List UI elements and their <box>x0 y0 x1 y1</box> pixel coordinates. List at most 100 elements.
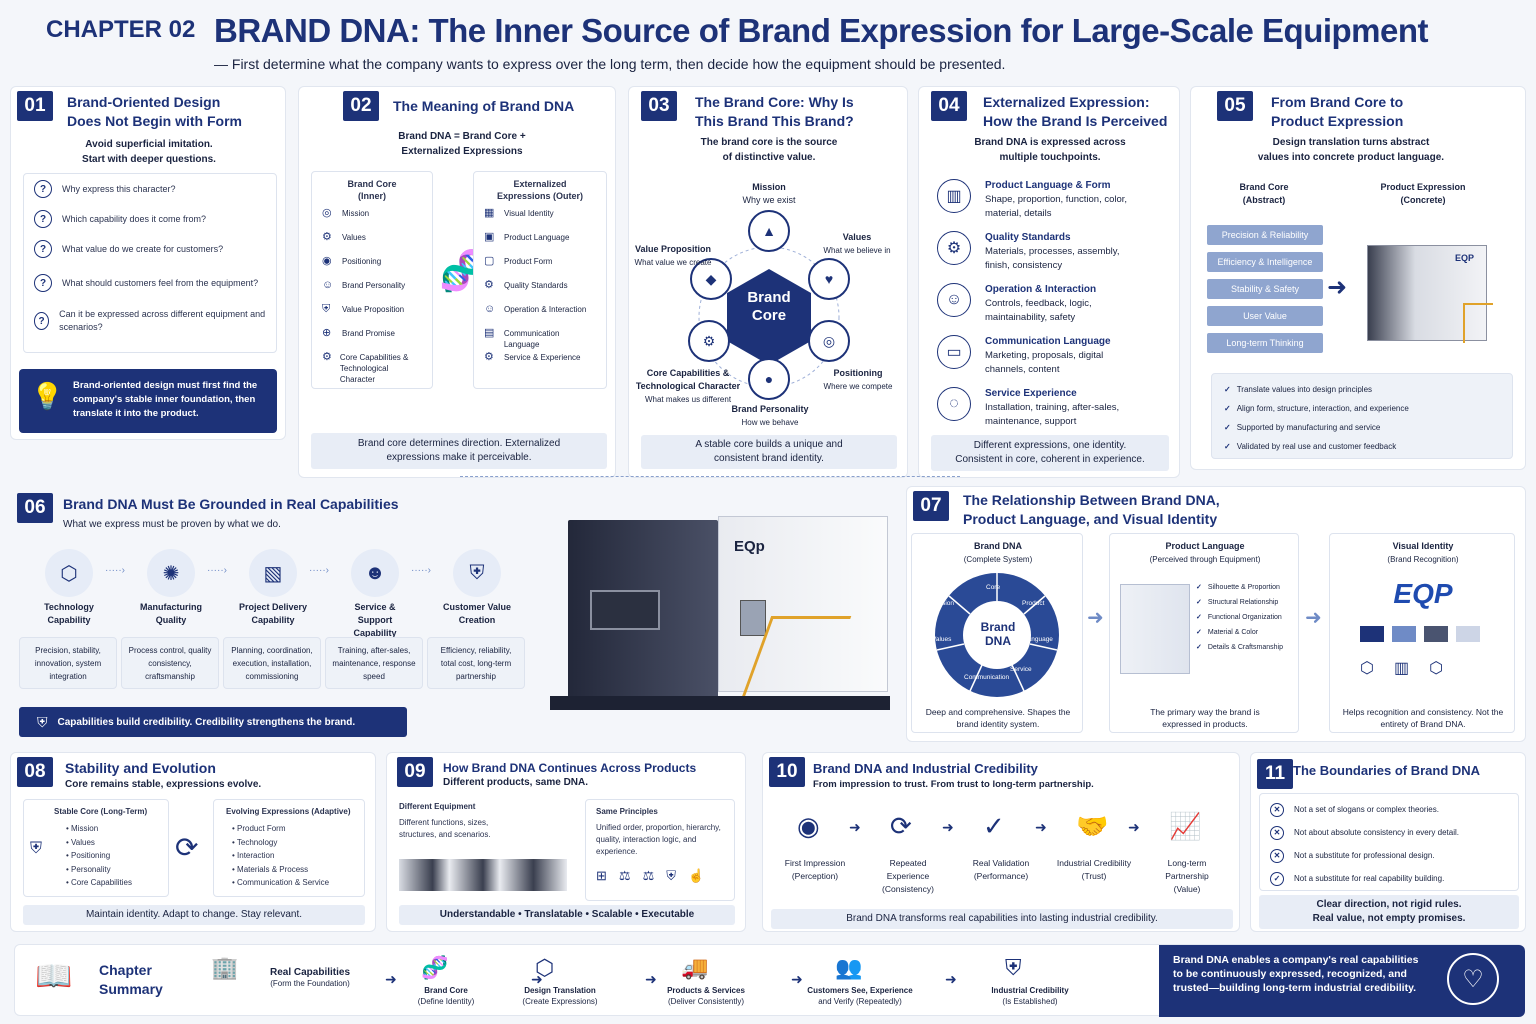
question-icon: ? <box>34 240 52 258</box>
capability-title: Customer Value Creation <box>442 602 512 625</box>
panel-01: 01 Brand-Oriented Design Does Not Begin … <box>10 86 286 440</box>
item-text: Values <box>342 233 366 242</box>
summary-step-icon: 🏢 <box>211 955 239 980</box>
summary-step-icon: 🧬 <box>421 955 449 980</box>
card-header: Brand DNA(Complete System) <box>912 540 1084 566</box>
item-icon: ⚙ <box>484 279 494 291</box>
layout-icon: ▥ <box>1393 660 1410 677</box>
balance-icon: ⚖ <box>618 868 631 883</box>
value-tag: Stability & Safety <box>1207 279 1323 299</box>
box-title: Evolving Expressions (Adaptive) <box>226 807 351 816</box>
label-desc: What value we create <box>634 258 712 267</box>
outer-list: Externalized Expressions (Outer) ▦Visual… <box>473 171 607 389</box>
wheel-center-label: Brand DNA <box>980 620 1016 648</box>
footer-line: Different expressions, one identity. <box>973 440 1127 451</box>
panel-title: From Brand Core to Product Expression <box>1271 93 1403 131</box>
sub-line: of distinctive value. <box>722 152 816 163</box>
panel-number: 01 <box>17 91 53 121</box>
step-icon: 📈 <box>1169 811 1202 841</box>
item-text: Brand Personality <box>342 281 406 290</box>
inner-item: ⊕Brand Promise <box>312 328 432 352</box>
panel-subtitle: Avoid superficial imitation. Start with … <box>11 137 287 167</box>
label-title: Value Proposition <box>634 244 711 254</box>
color-swatch <box>1456 626 1480 642</box>
shield-icon: ⛨ <box>30 840 43 857</box>
check-icon: ✓ <box>1224 423 1231 432</box>
panel-number: 08 <box>17 757 53 787</box>
sub-line: Brand DNA is expressed across <box>974 137 1126 148</box>
svg-text:♥: ♥ <box>825 271 833 287</box>
list-item: Mission <box>66 822 168 836</box>
step-icon: ✓ <box>983 811 1005 841</box>
wheel-segment-label: Values <box>932 636 952 643</box>
capability-desc: Process control, quality consistency, cr… <box>121 637 219 689</box>
touchpoint-icon: ☺ <box>937 283 971 317</box>
step-sub: (Define Identity) <box>417 997 475 1006</box>
step-title: Real Validation <box>972 858 1030 868</box>
capability-title: Service & Support Capability <box>353 602 397 638</box>
step-title: Industrial Credibility <box>991 986 1069 995</box>
page-title: BRAND DNA: The Inner Source of Brand Exp… <box>214 12 1429 49</box>
touchpoint-icon: ⚙ <box>937 231 971 265</box>
panel-03: 03 The Brand Core: Why Is This Brand Thi… <box>628 86 908 478</box>
title-line: Product Expression <box>1271 113 1404 129</box>
inner-item: ⛨Value Proposition <box>312 304 432 328</box>
footer-line: Clear direction, not rigid rules. <box>1316 899 1462 910</box>
machine-dotted-link <box>460 476 960 477</box>
card-header: Visual Identity(Brand Recognition) <box>1330 540 1516 566</box>
touchpoint-title: Quality Standards <box>985 232 1071 243</box>
label-desc: Why we exist <box>742 195 796 205</box>
card-title: Product Language <box>1165 541 1245 551</box>
check-icon: ✓ <box>1224 442 1231 451</box>
arrow-icon: ➜ <box>942 819 954 835</box>
summary-step-label: Real Capabilities(Form the Foundation) <box>255 967 365 989</box>
stable-core-box: Stable Core (Long-Term) ⛨ MissionValuesP… <box>23 799 169 897</box>
label-desc: What makes us different <box>644 395 732 404</box>
chapter-summary: 📖 Chapter Summary 🏢Real Capabilities(For… <box>14 944 1525 1017</box>
panel-subtitle: Core remains stable, expressions evolve. <box>65 779 262 790</box>
column-title: Brand Core (Inner) <box>347 179 397 201</box>
dna-wheel <box>935 573 1059 697</box>
panel-subtitle: The brand core is the source of distinct… <box>629 135 909 165</box>
principle-icons: ⊞⚖⚖⛨☝ <box>596 868 724 884</box>
capability-title: Manufacturing Quality <box>140 602 202 625</box>
arrow-icon: ·····› <box>309 565 329 576</box>
machine-window <box>590 590 660 630</box>
arrow-icon: ➜ <box>1128 819 1140 835</box>
language-item: ✓Material & Color <box>1196 625 1283 640</box>
panel-title: The Brand Core: Why Is This Brand This B… <box>695 93 854 131</box>
brand-dna-card: Brand DNA(Complete System) Brand DNA Cor… <box>911 533 1083 733</box>
item-icon: ◉ <box>322 255 332 267</box>
machine-sketch <box>1120 584 1190 674</box>
shield-icon: ⛨ <box>666 868 676 883</box>
color-swatch <box>1424 626 1448 642</box>
box-title: Different Equipment <box>399 802 476 811</box>
item-text: Not a set of slogans or complex theories… <box>1294 805 1439 814</box>
title-line: Brand-Oriented Design <box>67 94 221 110</box>
item-icon: ▢ <box>484 255 495 267</box>
touchpoint-desc: Installation, training, after-sales, mai… <box>985 402 1120 427</box>
item-text: Not a substitute for real capability bui… <box>1294 874 1445 883</box>
note-text: Brand-oriented design must first find th… <box>73 380 258 419</box>
panel-subtitle: Design translation turns abstract values… <box>1191 135 1511 165</box>
capabilities-label: Core Capabilities & Technological Charac… <box>633 367 743 406</box>
list-item: Product Form <box>232 822 364 836</box>
item-text: Material & Color <box>1207 629 1259 636</box>
sub-line: multiple touchpoints. <box>999 152 1101 163</box>
list-item: Materials & Process <box>232 863 364 877</box>
check-text: Supported by manufacturing and service <box>1236 423 1381 432</box>
control-panel <box>740 600 766 636</box>
boundary-item: ✕Not a set of slogans or complex theorie… <box>1270 798 1508 821</box>
arrow-icon: ➜ <box>645 971 657 987</box>
value-tag: Long-term Thinking <box>1207 333 1323 353</box>
value-tag: Precision & Reliability <box>1207 225 1323 245</box>
panel-09: 09 How Brand DNA Continues Across Produc… <box>386 752 746 932</box>
panel-number: 11 <box>1257 759 1293 789</box>
panel-footer: Different expressions, one identity. Con… <box>931 435 1169 471</box>
title-line: Externalized Expression: <box>983 94 1150 110</box>
heart-icon: ♡ <box>1447 953 1499 1005</box>
